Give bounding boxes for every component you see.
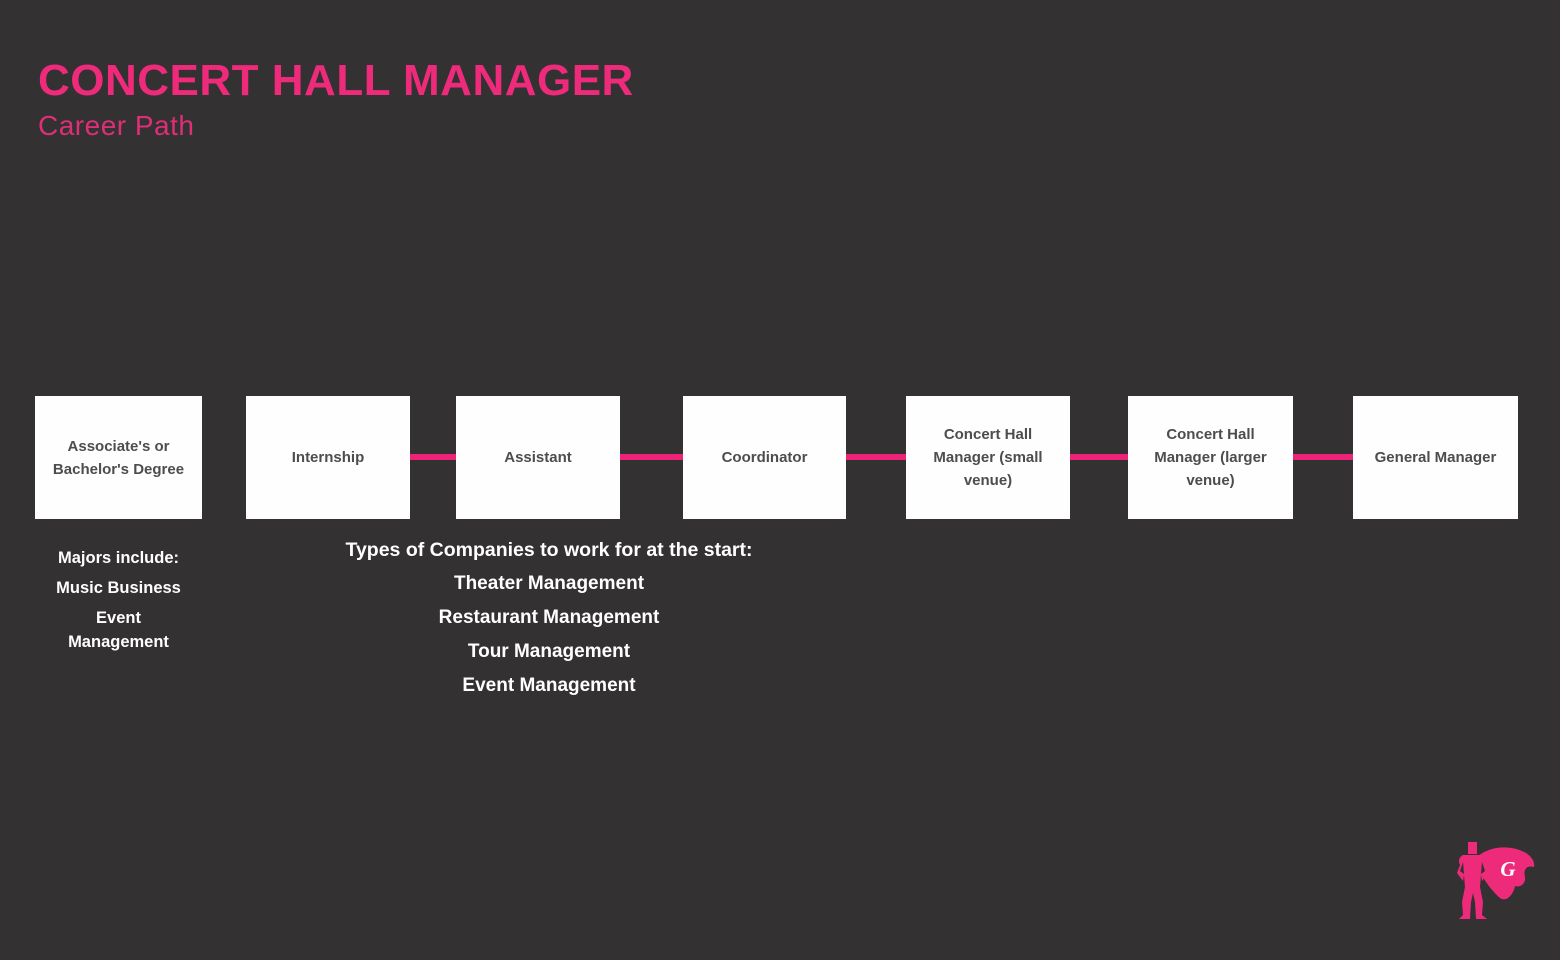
- logo-letter: G: [1500, 857, 1515, 881]
- career-step-internship: Internship: [246, 396, 410, 519]
- companies-item: Restaurant Management: [438, 607, 660, 628]
- body-shape: [1457, 855, 1488, 919]
- career-step-manager-small: Concert Hall Manager (small venue): [906, 396, 1070, 519]
- majors-item: Music Business: [56, 579, 181, 597]
- armpit-gap: [1481, 862, 1485, 874]
- step-connector-4-5: [846, 454, 906, 460]
- step-connector-5-6: [1070, 454, 1128, 460]
- majors-item: Event Management: [68, 609, 169, 651]
- step-connector-6-7: [1293, 454, 1353, 460]
- majors-heading: Majors include:: [57, 549, 180, 567]
- cape-shape: [1478, 847, 1535, 900]
- header: CONCERT HALL MANAGER Career Path: [38, 56, 634, 142]
- career-step-degree: Associate's or Bachelor's Degree: [35, 396, 202, 519]
- career-step-coordinator: Coordinator: [683, 396, 846, 519]
- career-step-assistant: Assistant: [456, 396, 620, 519]
- page-title: CONCERT HALL MANAGER: [38, 56, 634, 105]
- step-connector-3-4: [620, 454, 683, 460]
- majors-note: Majors include: Music Business Event Man…: [35, 546, 202, 660]
- head-shape: [1468, 842, 1477, 854]
- companies-heading: Types of Companies to work for at the st…: [345, 539, 753, 561]
- companies-item: Theater Management: [453, 573, 645, 594]
- companies-item: Event Management: [462, 675, 636, 696]
- superhero-logo: G: [1457, 842, 1535, 919]
- companies-item: Tour Management: [467, 641, 631, 662]
- step-connector-2-3: [410, 454, 456, 460]
- page-subtitle: Career Path: [38, 110, 195, 142]
- career-step-general-manager: General Manager: [1353, 396, 1518, 519]
- armpit-gap: [1460, 862, 1464, 874]
- companies-note: Types of Companies to work for at the st…: [299, 540, 799, 710]
- career-step-manager-larger: Concert Hall Manager (larger venue): [1128, 396, 1293, 519]
